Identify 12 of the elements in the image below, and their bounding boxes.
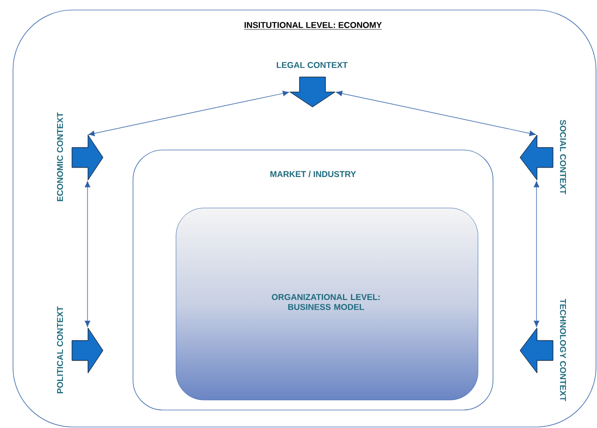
connector-arrow [84, 181, 90, 328]
level-heading: ORGANIZATIONAL LEVEL: BUSINESS MODEL [272, 294, 380, 310]
context-label: SOCIAL CONTEXT [560, 120, 566, 194]
level-heading: MARKET / INDUSTRY [270, 170, 356, 178]
level-heading: INSITUTIONAL LEVEL: ECONOMY [244, 22, 382, 30]
connector-arrow [336, 90, 536, 136]
context-label: TECHNOLOGY CONTEXT [560, 298, 566, 402]
context-label: ECONOMIC CONTEXT [57, 112, 63, 202]
context-label: POLITICAL CONTEXT [57, 306, 63, 394]
context-label: LEGAL CONTEXT [276, 62, 348, 68]
connector-arrow [534, 181, 540, 328]
connector-arrow [88, 90, 290, 136]
